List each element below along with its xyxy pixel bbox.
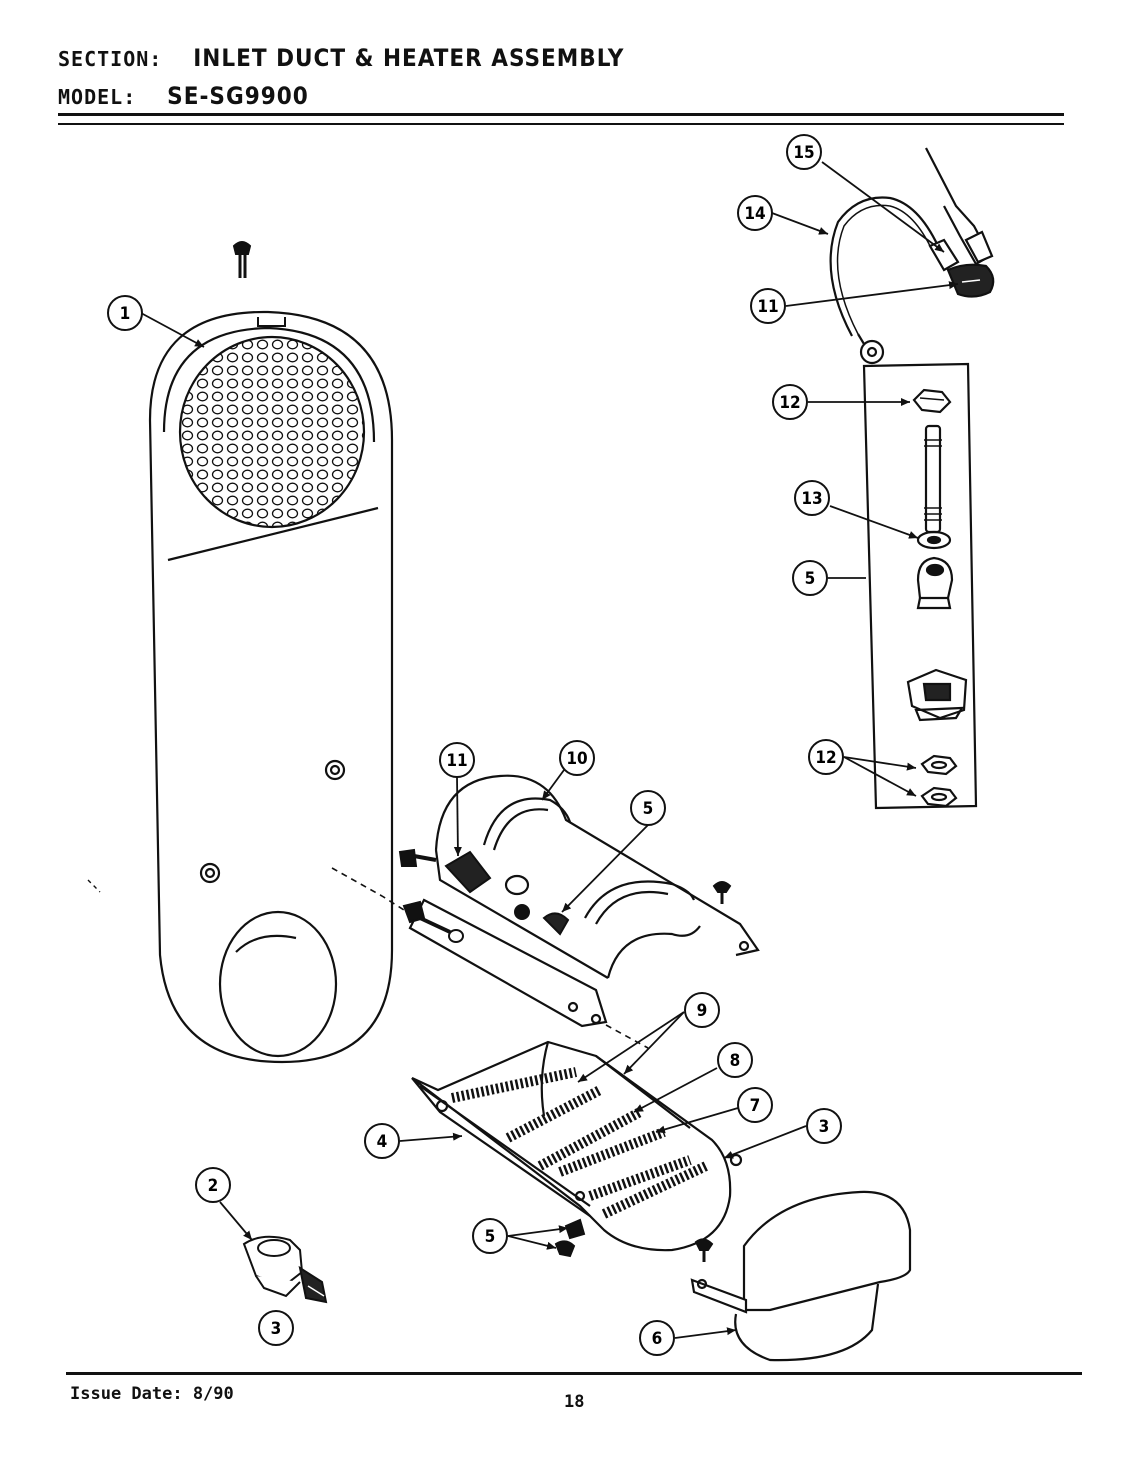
callout-7-label: 7 [750, 1096, 761, 1116]
leader-dashed-left [87, 879, 101, 893]
element-terminals [554, 1218, 714, 1262]
callout-6-label: 6 [652, 1329, 663, 1349]
callout-3-element: 3 [806, 1108, 842, 1144]
callout-3-element-label: 3 [819, 1117, 830, 1137]
wire-harness [829, 147, 995, 365]
model-label: MODEL: [58, 85, 137, 109]
model-number: SE-SG9900 [167, 82, 309, 110]
callout-15: 15 [786, 134, 822, 170]
inlet-grille [178, 335, 366, 529]
callout-13-label: 13 [801, 489, 822, 509]
heater-housing-cover [408, 774, 760, 1028]
callout-12-lower-label: 12 [815, 748, 836, 768]
callout-2: 2 [195, 1167, 231, 1203]
callout-9-label: 9 [697, 1001, 708, 1021]
duct-cover [690, 1190, 912, 1362]
header-rule-bottom [58, 123, 1064, 125]
callout-14-label: 14 [744, 204, 765, 224]
section-label: SECTION: [58, 47, 163, 71]
callout-5-housing: 5 [630, 790, 666, 826]
callout-5-housing-label: 5 [643, 799, 654, 819]
page-number: 18 [564, 1392, 585, 1412]
terminal-block-detail [862, 362, 978, 810]
callout-8: 8 [717, 1042, 753, 1078]
callout-4: 4 [364, 1123, 400, 1159]
callout-1: 1 [107, 295, 143, 331]
callout-11-housing: 11 [439, 742, 475, 778]
callout-7: 7 [737, 1087, 773, 1123]
callout-5-element: 5 [472, 1218, 508, 1254]
callout-2-label: 2 [208, 1176, 219, 1196]
leader-dashed-housing [605, 1024, 649, 1049]
callout-10-label: 10 [566, 749, 587, 769]
callout-5-block: 5 [792, 560, 828, 596]
callout-14: 14 [737, 195, 773, 231]
callout-15-label: 15 [793, 143, 814, 163]
callout-10: 10 [559, 740, 595, 776]
callout-6: 6 [639, 1320, 675, 1356]
callout-3-thermostat: 3 [258, 1310, 294, 1346]
footer-rule [66, 1372, 1082, 1375]
callout-9: 9 [684, 992, 720, 1028]
top-screw-icon [232, 241, 252, 278]
callout-4-label: 4 [377, 1132, 388, 1152]
callout-12-upper: 12 [772, 384, 808, 420]
callout-leaders [140, 161, 959, 1339]
callout-3-thermostat-label: 3 [271, 1319, 282, 1339]
model-heading: MODEL: SE-SG9900 [58, 82, 309, 110]
callout-8-label: 8 [730, 1051, 741, 1071]
callout-12-upper-label: 12 [779, 393, 800, 413]
callout-11-wire-label: 11 [757, 297, 778, 317]
callout-1-label: 1 [120, 304, 131, 324]
thermostat-icon [242, 1235, 328, 1304]
leader-dashed-duct [331, 867, 405, 911]
callout-11-housing-label: 11 [446, 751, 467, 771]
callout-13: 13 [794, 480, 830, 516]
callout-5-block-label: 5 [805, 569, 816, 589]
callout-5-element-label: 5 [485, 1227, 496, 1247]
section-title: INLET DUCT & HEATER ASSEMBLY [193, 44, 625, 72]
callout-12-lower: 12 [808, 739, 844, 775]
section-heading: SECTION: INLET DUCT & HEATER ASSEMBLY [58, 44, 624, 72]
housing-hardware [398, 848, 732, 943]
header-rule-top [58, 113, 1064, 116]
callout-11-wire: 11 [750, 288, 786, 324]
heating-coils [450, 1067, 709, 1219]
issue-date: Issue Date: 8/90 [70, 1384, 234, 1404]
